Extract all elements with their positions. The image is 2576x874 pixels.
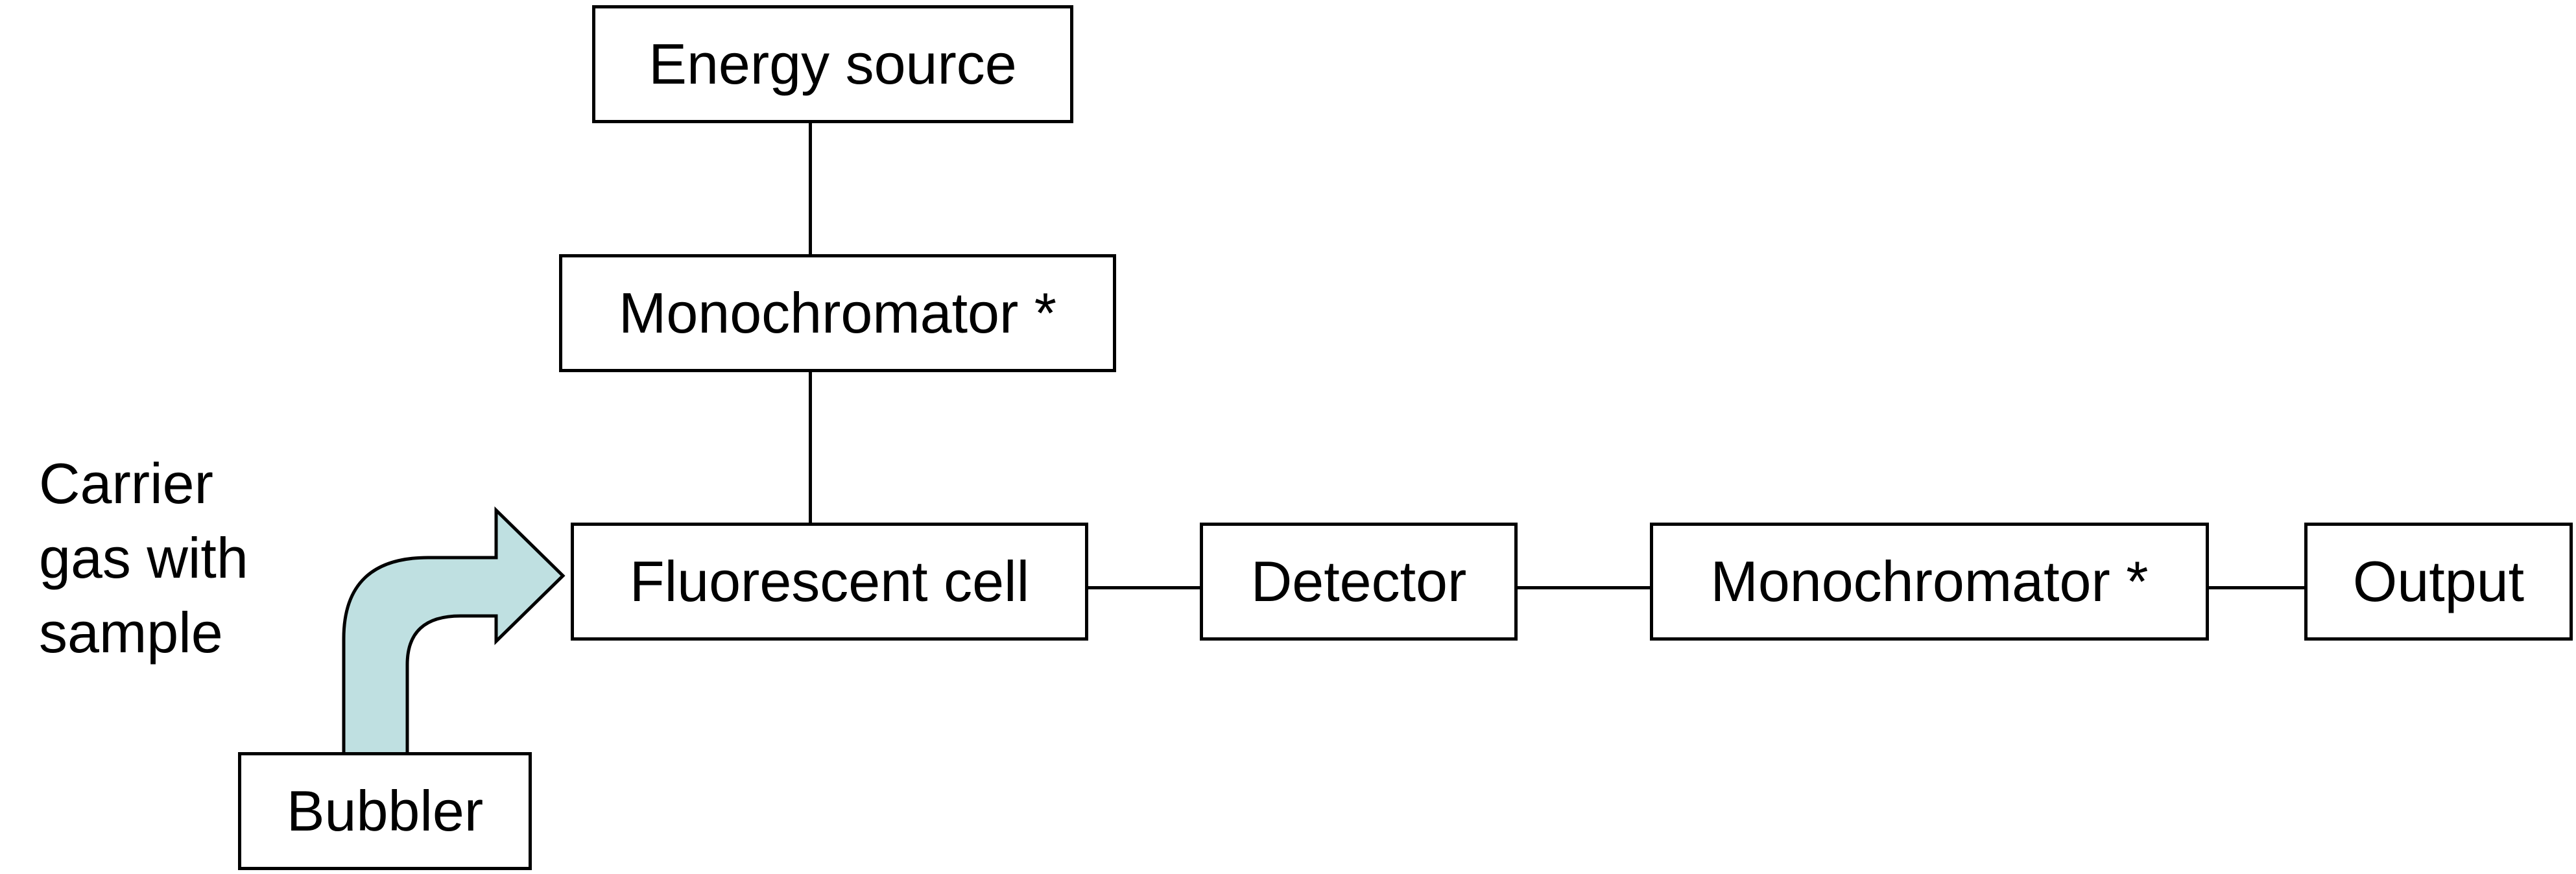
carrier-gas-caption: Carrier gas with sample: [39, 446, 248, 670]
energy-source-box: Energy source: [592, 5, 1073, 123]
excitation-monochromator-box: Monochromator *: [559, 254, 1116, 372]
emission-monochromator-box: Monochromator *: [1650, 523, 2209, 641]
emission-monochromator-label: Monochromator *: [1710, 549, 2149, 613]
fluorescent-cell-label: Fluorescent cell: [629, 549, 1030, 613]
detector-label: Detector: [1250, 549, 1467, 613]
caption-line-3: sample: [39, 600, 223, 665]
energy-source-label: Energy source: [649, 32, 1017, 96]
connector-monochromator-to-cell: [809, 371, 812, 524]
output-label: Output: [2352, 549, 2525, 613]
detector-box: Detector: [1200, 523, 1518, 641]
bubbler-box: Bubbler: [238, 752, 532, 870]
excitation-monochromator-label: Monochromator *: [619, 281, 1056, 345]
connector-cell-to-detector: [1086, 586, 1202, 589]
bubbler-label: Bubbler: [286, 779, 484, 843]
output-box: Output: [2304, 523, 2573, 641]
fluorescent-cell-box: Fluorescent cell: [571, 523, 1088, 641]
connector-energy-to-monochromator: [809, 122, 812, 255]
connector-monochromator-to-output: [2207, 586, 2306, 589]
caption-line-2: gas with: [39, 526, 248, 590]
curved-arrow-shape: [342, 506, 566, 757]
connector-detector-to-monochromator: [1516, 586, 1652, 589]
caption-line-1: Carrier: [39, 451, 213, 515]
